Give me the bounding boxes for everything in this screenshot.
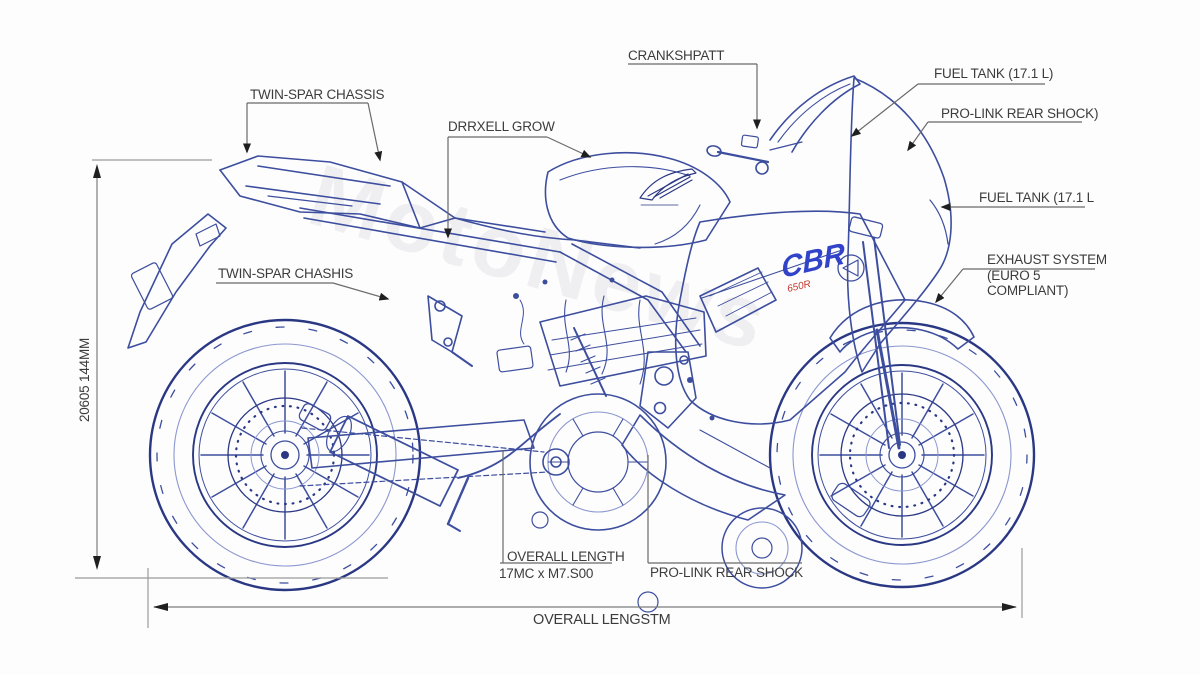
callout-pro-link-right: PRO-LINK REAR SHOCK) (941, 106, 1099, 121)
frame-twin-spar (299, 207, 701, 429)
front-fairing (621, 77, 952, 521)
front-wheel (768, 321, 1036, 589)
fairing-decal: CBR 650R (781, 237, 846, 295)
callout-overall-length-sub: 17MC x M7.S00 (499, 566, 594, 581)
windscreen (706, 75, 861, 175)
rear-wheel (148, 318, 422, 592)
callout-overall-lengstm: OVERALL LENGSTM (533, 612, 671, 628)
callout-twin-spar-chassis-top: TWIN-SPAR CHASSIS (250, 87, 385, 102)
exhaust-muffler (325, 413, 561, 532)
callout-crankshaft: CRANKSHPATT (628, 48, 725, 63)
callout-fuel-tank-mid: FUEL TANK (17.1 L (979, 190, 1094, 205)
dimension-lines (75, 159, 1023, 628)
callout-exhaust-line3: COMPLIANT) (987, 283, 1069, 298)
callout-pro-link-bottom: PRO-LINK REAR SHOCK (650, 565, 803, 580)
callout-exhaust-system: EXHAUST SYSTEM (EURO 5 COMPLIANT) (987, 252, 1107, 299)
fairing-decal-cbr: CBR (781, 237, 846, 285)
engine (496, 267, 803, 613)
height-dimension-label: 20605 144MM (77, 337, 92, 423)
honda-wing-icon (639, 168, 697, 206)
motorcycle-drawing: CBR 650R (127, 75, 1036, 613)
swingarm-chain (299, 327, 607, 487)
leader-lines (216, 63, 1095, 564)
callout-fuel-tank-top: FUEL TANK (17.1 L) (934, 66, 1054, 81)
front-fork (829, 216, 975, 450)
tail-section (127, 155, 546, 349)
callout-exhaust-line1: EXHAUST SYSTEM (987, 252, 1107, 267)
fuel-tank (544, 151, 731, 249)
callout-drrxell-grow: DRRXELL GROW (448, 119, 555, 134)
callout-twin-spar-chashis-left: TWIN-SPAR CHASHIS (218, 266, 354, 281)
callout-overall-length: OVERALL LENGTH (507, 549, 625, 564)
overall-length-dimension (147, 548, 1023, 628)
height-dimension (75, 159, 388, 579)
fairing-decal-sub: 650R (786, 279, 812, 295)
callout-exhaust-line2: (EURO 5 (987, 267, 1041, 283)
